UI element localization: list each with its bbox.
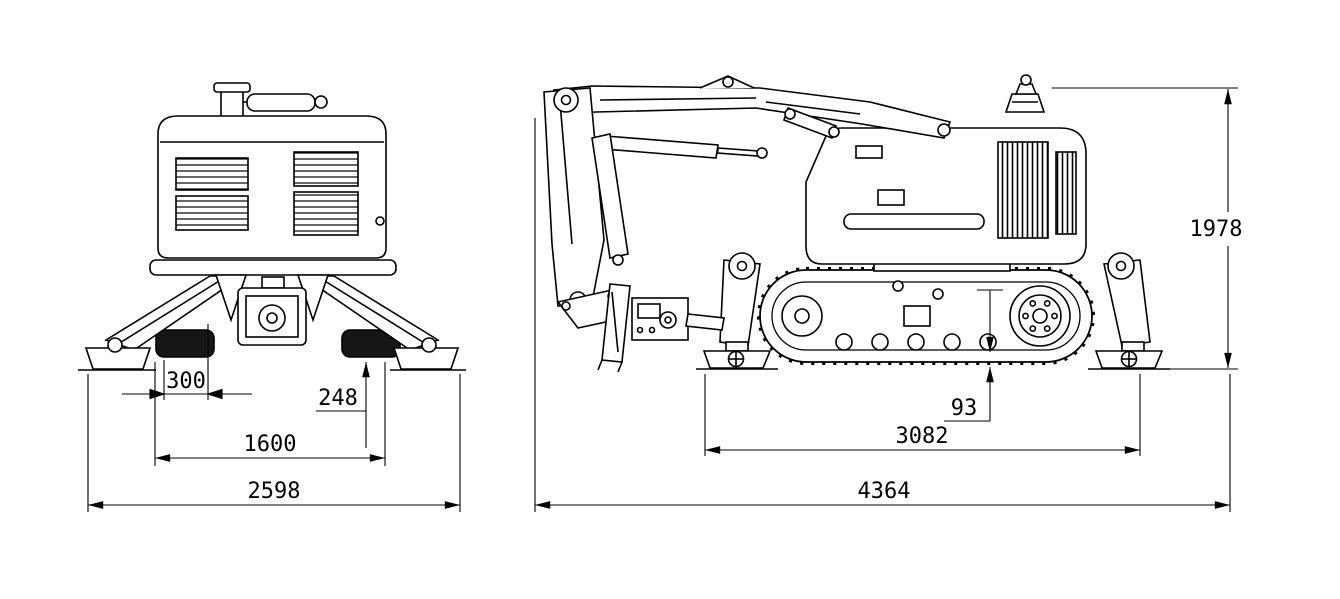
outrigger-rear (1094, 252, 1164, 369)
vent-grille-side (997, 141, 1049, 239)
dimension-248: 248 (316, 362, 370, 448)
road-wheel (871, 333, 889, 351)
handle (843, 213, 985, 230)
beacon (1004, 74, 1046, 113)
vent-grille-side (1055, 151, 1077, 235)
vent-grille (293, 151, 359, 187)
boom-arm (543, 75, 952, 373)
dim-label-3082: 3082 (896, 424, 949, 449)
dimension-300: 300 (122, 324, 252, 400)
dim-label-1600: 1600 (244, 432, 297, 457)
outrigger-foot-right (392, 337, 460, 370)
engine-body (805, 127, 1087, 265)
vent-grille (175, 157, 249, 191)
dim-label-1978: 1978 (1190, 217, 1243, 242)
front-left-track (155, 329, 215, 358)
slew-gearbox (237, 276, 307, 346)
tool-attachment (556, 283, 725, 373)
arm-cylinder (603, 135, 768, 159)
road-wheel (943, 333, 961, 351)
outrigger-foot-left (84, 337, 152, 370)
body-cylinder (782, 106, 840, 140)
dim-label-300: 300 (166, 369, 206, 394)
support-beam (149, 259, 397, 276)
dimension-1978: 1978 (1052, 87, 1243, 370)
dimension-2598: 2598 (87, 374, 461, 512)
dim-label-4364: 4364 (858, 479, 911, 504)
dim-label-248: 248 (318, 386, 358, 411)
outrigger-front (702, 252, 772, 369)
exhaust-assembly (213, 82, 328, 119)
side-view (543, 74, 1170, 373)
road-wheel (907, 333, 925, 351)
dim-label-2598: 2598 (248, 479, 301, 504)
road-wheel (835, 333, 853, 351)
road-wheel (979, 333, 997, 351)
dimension-1600: 1600 (154, 362, 386, 466)
dimension-93: 93 (944, 289, 1003, 422)
vent-grille (293, 191, 359, 236)
drive-sprocket (1009, 285, 1071, 347)
dimensions-side: 1978 93 3082 4364 (534, 87, 1243, 512)
top-roller (892, 280, 904, 292)
dimensions-front: 300 248 1600 2598 (87, 324, 461, 512)
engine-hood (157, 115, 387, 259)
dimension-3082: 3082 (704, 374, 1141, 456)
front-view (78, 82, 466, 371)
dim-label-93: 93 (951, 396, 978, 421)
track-assembly (757, 261, 1095, 365)
vent-grille (175, 195, 249, 231)
dimension-4364: 4364 (534, 118, 1231, 512)
